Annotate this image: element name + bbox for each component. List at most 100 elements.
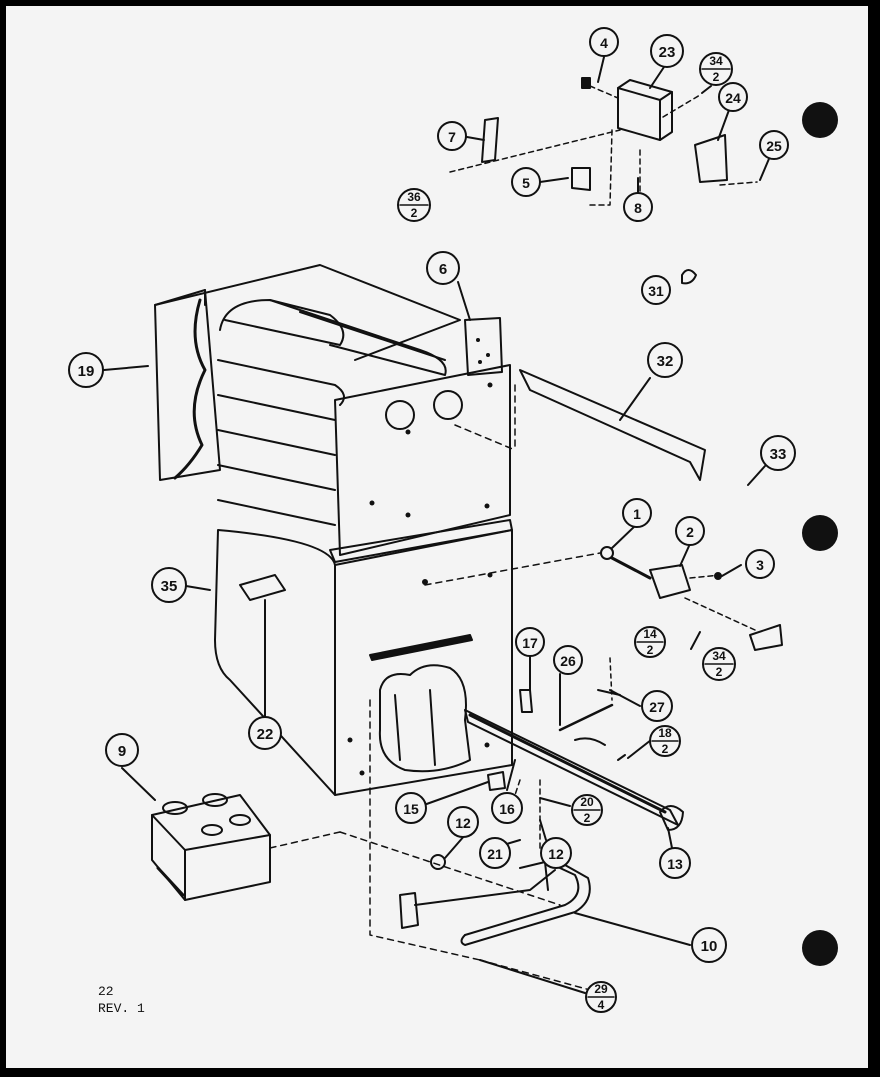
diagram-sheet: 19 6 32 33 31 4 23 24 25 7 5 8 35 22 1 2… — [6, 6, 868, 1068]
callout-32: 32 — [647, 342, 683, 378]
callout-24-label: 24 — [725, 90, 741, 106]
callout-34-lower-num: 34 — [712, 649, 726, 663]
callout-25-label: 25 — [766, 138, 782, 154]
callout-12b-label: 12 — [548, 846, 564, 862]
revision-label: REV. 1 — [98, 1001, 145, 1016]
callout-25: 25 — [759, 130, 789, 160]
callout-35: 35 — [151, 567, 187, 603]
callout-27: 27 — [641, 690, 673, 722]
callout-7: 7 — [437, 121, 467, 151]
callout-3: 3 — [745, 549, 775, 579]
callout-16-label: 16 — [499, 801, 515, 817]
callout-3-label: 3 — [756, 557, 764, 573]
callout-21-label: 21 — [487, 846, 503, 862]
callout-14-2: 142 — [634, 626, 666, 658]
manifold-assembly — [464, 657, 684, 851]
callout-10: 10 — [691, 927, 727, 963]
mounting-clip — [749, 624, 783, 651]
callout-21: 21 — [479, 837, 511, 869]
callout-9-label: 9 — [118, 743, 126, 760]
burner-opening — [378, 664, 471, 773]
callout-18-num: 18 — [658, 726, 672, 740]
binder-holes — [802, 102, 838, 966]
callout-17: 17 — [515, 627, 545, 657]
callout-36-num: 36 — [407, 190, 421, 204]
heat-exchanger — [217, 299, 447, 526]
callout-12-label: 12 — [455, 815, 471, 831]
callout-4-label: 4 — [600, 35, 608, 51]
callout-34-top-den: 2 — [713, 70, 720, 84]
clip — [681, 269, 697, 285]
callout-14-num: 14 — [643, 627, 657, 641]
callout-4: 4 — [589, 27, 619, 57]
callout-36-2: 362 — [397, 188, 431, 222]
junction-box-group — [449, 77, 758, 206]
callout-15-label: 15 — [403, 801, 419, 817]
callout-29-num: 29 — [594, 982, 608, 996]
page-number: 22 — [98, 984, 114, 999]
leader-lines — [103, 56, 772, 994]
callout-33-label: 33 — [770, 446, 787, 463]
gasket — [464, 317, 503, 376]
callout-8-label: 8 — [634, 200, 642, 216]
callout-24: 24 — [718, 82, 748, 112]
callout-26-label: 26 — [560, 653, 576, 669]
callout-12-valve: 12 — [447, 806, 479, 838]
callout-18-2: 182 — [649, 725, 681, 757]
cover-plate — [694, 134, 728, 183]
callout-5: 5 — [511, 167, 541, 197]
callout-31-label: 31 — [648, 283, 664, 299]
callout-22: 22 — [248, 716, 282, 750]
orifice — [487, 771, 506, 791]
callout-13-label: 13 — [667, 856, 683, 872]
callout-20-den: 2 — [584, 811, 591, 825]
callout-29-den: 4 — [598, 998, 605, 1012]
callout-17-label: 17 — [522, 635, 538, 651]
callout-2-label: 2 — [686, 524, 694, 540]
callout-34-2-top: 342 — [699, 52, 733, 86]
callout-10-label: 10 — [701, 938, 718, 955]
callout-31: 31 — [641, 275, 671, 305]
callout-20-num: 20 — [580, 795, 594, 809]
lower-front-panel — [334, 529, 513, 796]
furnace-cabinet — [154, 264, 513, 796]
callout-20-2: 202 — [571, 794, 603, 826]
callout-23-label: 23 — [659, 44, 676, 61]
callout-27-label: 27 — [649, 699, 665, 715]
bracket — [519, 369, 706, 481]
callout-19-label: 19 — [78, 363, 95, 380]
small-plate — [239, 574, 286, 601]
callout-22-label: 22 — [257, 726, 274, 743]
callout-16: 16 — [491, 792, 523, 824]
upper-front-panel — [334, 364, 511, 556]
callout-15: 15 — [395, 792, 427, 824]
callout-1: 1 — [622, 498, 652, 528]
callout-labels: 19 6 32 33 31 4 23 24 25 7 5 8 35 22 1 2… — [68, 27, 796, 1013]
callout-13: 13 — [659, 847, 691, 879]
page-footer: 22 REV. 1 — [98, 983, 145, 1017]
callout-7-label: 7 — [448, 129, 456, 145]
callout-6-label: 6 — [439, 261, 447, 278]
callout-34-lower-den: 2 — [716, 665, 723, 679]
callout-19: 19 — [68, 352, 104, 388]
gas-valve — [151, 793, 561, 906]
callout-8: 8 — [623, 192, 653, 222]
callout-1-label: 1 — [633, 506, 641, 522]
callout-9: 9 — [105, 733, 139, 767]
callout-34-top-num: 34 — [709, 54, 723, 68]
callout-5-label: 5 — [522, 175, 530, 191]
callout-35-label: 35 — [161, 578, 178, 595]
exploded-parts-diagram: 19 6 32 33 31 4 23 24 25 7 5 8 35 22 1 2… — [68, 27, 838, 1013]
callout-6: 6 — [426, 251, 460, 285]
callout-2: 2 — [675, 516, 705, 546]
callout-14-den: 2 — [647, 643, 654, 657]
callout-32-label: 32 — [657, 353, 674, 370]
callout-33: 33 — [760, 435, 796, 471]
callout-26: 26 — [553, 645, 583, 675]
callout-29-4: 294 — [585, 981, 617, 1013]
callout-23: 23 — [650, 34, 684, 68]
callout-12-pipe: 12 — [540, 837, 572, 869]
pressure-switch-group — [424, 546, 783, 651]
callout-18-den: 2 — [662, 742, 669, 756]
